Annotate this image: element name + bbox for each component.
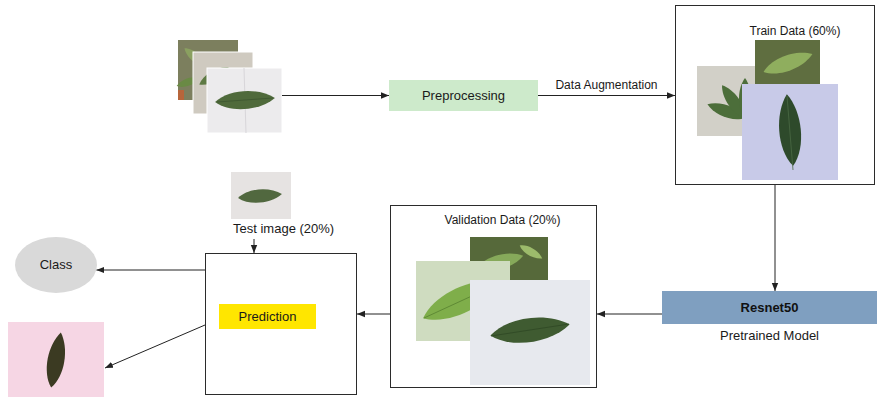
node-label: Prediction [239, 309, 297, 325]
leaf [761, 47, 815, 79]
input-arrow [282, 95, 389, 96]
group-heading: Validation Data (20%) [445, 213, 561, 227]
test-arrow [254, 239, 255, 253]
leaf-photo [755, 40, 820, 86]
validation-images [416, 237, 590, 385]
leaf-midrib [217, 98, 273, 102]
node-caption: Test image (20%) [233, 221, 334, 237]
leaf-photo [207, 68, 282, 133]
input-images [175, 40, 282, 133]
prediction-frame: Test image (20%)Prediction [205, 253, 357, 395]
node-label: Class [40, 257, 73, 273]
process-box: Preprocessing [389, 80, 538, 111]
output-image [8, 322, 104, 397]
flow-arrow [597, 314, 662, 315]
node-caption: Pretrained Model [662, 328, 877, 344]
model-box: Resnet50Pretrained Model [662, 291, 877, 324]
test-image [231, 172, 291, 219]
leaf-photo [470, 280, 590, 385]
edge-label: Data Augmentation [553, 78, 659, 92]
leaf-photo [231, 172, 291, 219]
output-arrow [105, 325, 205, 368]
photo-detail [178, 90, 184, 100]
group-heading: Train Data (60%) [750, 24, 841, 38]
flow-arrow [538, 95, 675, 96]
flow-arrow [357, 314, 390, 315]
class-ellipse: Class [15, 237, 97, 293]
train-images [697, 40, 838, 180]
leaf-midrib [787, 96, 793, 170]
leaf-photo [742, 84, 838, 180]
leaf [518, 242, 544, 262]
leaf [238, 188, 283, 205]
data-group-box: Train Data (60%) [675, 5, 875, 185]
ellipse-shape [15, 237, 97, 293]
leaf [489, 313, 572, 348]
node-label: Resnet50 [741, 300, 799, 316]
flow-arrow [775, 185, 776, 291]
leaf [43, 331, 69, 389]
leaf-midrib [491, 324, 569, 336]
data-group-box: Validation Data (20%) [390, 205, 597, 388]
flow-arrow [96, 270, 205, 271]
node-label: Preprocessing [422, 88, 505, 104]
process-box: Prediction [219, 304, 316, 329]
leaf [214, 89, 275, 111]
leaf-photo [8, 322, 104, 397]
